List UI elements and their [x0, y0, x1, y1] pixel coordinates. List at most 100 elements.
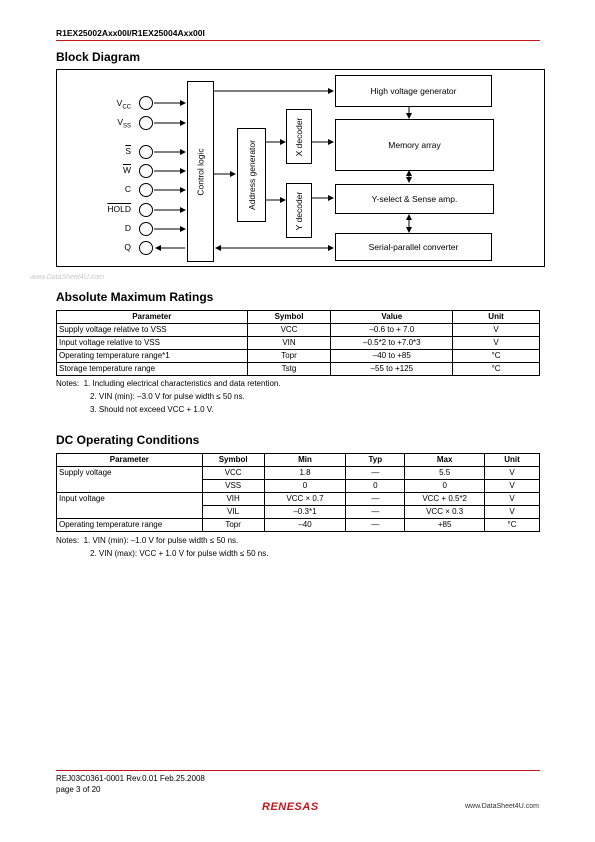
note-item: 2. VIN (max): VCC + 1.0 V for pulse widt… — [90, 549, 269, 558]
table-cell: VIL — [201, 505, 265, 519]
abs-max-notes: Notes: 1. Including electrical character… — [56, 377, 281, 416]
high-voltage-generator-block: High voltage generator — [335, 75, 492, 107]
block-diagram-wires — [154, 88, 412, 251]
table-row: Storage temperature range Tstg –55 to +1… — [56, 362, 540, 376]
pin-label-vcc: VCC — [116, 98, 131, 111]
abs-max-heading: Absolute Maximum Ratings — [56, 290, 214, 304]
x-decoder-block: X decoder — [286, 109, 312, 164]
footer-page-number: page 3 of 20 — [56, 785, 101, 794]
watermark: www.DataSheet4U.com — [30, 274, 104, 281]
pin-label-hold: HOLD — [107, 204, 131, 214]
table-row: Supply voltage VCC 1.8 — 5.5 V — [56, 466, 540, 493]
table-row: Input voltage VIH VCC × 0.7 — VCC + 0.5*… — [56, 492, 540, 519]
table-cell: V — [484, 492, 540, 506]
table-cell: 0 — [345, 479, 406, 493]
footer-site-text: www.DataSheet4U.com — [465, 803, 539, 810]
pin-label-vss: VSS — [117, 117, 131, 130]
column-header: Parameter — [56, 453, 203, 467]
control-logic-block: Control logic — [187, 81, 214, 262]
notes-label: Notes: — [56, 536, 80, 545]
abs-max-table: Parameter Symbol Value Unit Supply volta… — [56, 310, 540, 376]
table-cell: VCC + 0.5*2 — [404, 492, 486, 506]
block-diagram: VCC VSS S W C HOLD D Q Control logic Add… — [56, 69, 545, 267]
pin-circle — [139, 116, 153, 130]
pin-circle — [139, 183, 153, 197]
footer-doc-info: REJ03C0361-0001 Rev.0.01 Feb.25.2008 pag… — [56, 773, 205, 795]
table-cell: VIN — [246, 336, 332, 350]
table-cell: 0 — [404, 479, 486, 493]
column-header: Symbol — [201, 453, 265, 467]
table-cell: Storage temperature range — [56, 362, 248, 376]
table-cell: — — [345, 492, 406, 506]
pin-circle — [139, 96, 153, 110]
table-cell: Supply voltage — [56, 466, 203, 493]
address-generator-block: Address generator — [237, 128, 266, 222]
table-cell: VCC — [201, 466, 265, 480]
table-cell: V — [484, 466, 540, 480]
column-header: Typ — [345, 453, 406, 467]
pin-label-c: C — [124, 184, 131, 194]
notes-label: Notes: — [56, 379, 80, 388]
dc-op-notes: Notes: 1. VIN (min): –1.0 V for pulse wi… — [56, 534, 268, 560]
pin-circle — [139, 203, 153, 217]
column-header: Symbol — [246, 310, 332, 324]
table-cell: V — [484, 479, 540, 493]
table-cell: +85 — [404, 518, 486, 532]
note-item: 2. VIN (min): –3.0 V for pulse width ≤ 5… — [90, 392, 245, 401]
address-generator-label: Address generator — [246, 140, 257, 210]
note-item: 1. VIN (min): –1.0 V for pulse width ≤ 5… — [83, 536, 239, 545]
table-cell: –0.3*1 — [263, 505, 347, 519]
pin-label-s: S — [125, 146, 131, 156]
table-cell: –40 — [263, 518, 347, 532]
memory-array-block: Memory array — [335, 119, 494, 171]
table-row: Operating temperature range Topr –40 — +… — [56, 518, 540, 532]
table-row: Operating temperature range*1 Topr –40 t… — [56, 349, 540, 363]
renesas-logo: RENESAS — [262, 801, 319, 813]
table-cell: Input voltage — [56, 492, 203, 519]
table-cell: VSS — [201, 479, 265, 493]
table-cell: Topr — [246, 349, 332, 363]
control-logic-label: Control logic — [195, 147, 206, 196]
table-cell: Topr — [201, 518, 265, 532]
dc-op-heading: DC Operating Conditions — [56, 433, 200, 447]
document-title: R1EX25002Axx00I/R1EX25004Axx00I — [56, 28, 205, 38]
x-decoder-label: X decoder — [294, 117, 304, 156]
note-item: 3. Should not exceed VCC + 1.0 V. — [90, 405, 214, 414]
table-cell: –0.5*2 to +7.0*3 — [330, 336, 454, 350]
table-cell: Operating temperature range — [56, 518, 203, 532]
table-cell: — — [345, 518, 406, 532]
pin-label-w: W — [122, 165, 131, 175]
table-cell: °C — [452, 362, 540, 376]
y-select-sense-amp-block: Y-select & Sense amp. — [335, 184, 494, 214]
table-cell: VCC — [246, 323, 332, 337]
column-header: Parameter — [56, 310, 248, 324]
table-header-row: Parameter Symbol Min Typ Max Unit — [56, 453, 540, 467]
table-cell: –0.6 to + 7.0 — [330, 323, 454, 337]
footer-doc-id: REJ03C0361-0001 Rev.0.01 Feb.25.2008 — [56, 774, 205, 783]
table-cell: — — [345, 505, 406, 519]
table-row: VIL –0.3*1 — VCC × 0.3 V — [57, 505, 540, 519]
table-cell: VCC × 0.7 — [263, 492, 347, 506]
y-decoder-label: Y decoder — [294, 191, 304, 230]
column-header: Min — [263, 453, 347, 467]
block-diagram-heading: Block Diagram — [56, 50, 141, 64]
table-cell: Supply voltage relative to VSS — [56, 323, 248, 337]
table-cell: °C — [452, 349, 540, 363]
table-row: Input voltage relative to VSS VIN –0.5*2… — [56, 336, 540, 350]
table-cell: V — [452, 323, 540, 337]
table-cell: — — [345, 466, 406, 480]
pin-label-q: Q — [124, 242, 131, 252]
table-cell: Input voltage relative to VSS — [56, 336, 248, 350]
table-cell: VCC × 0.3 — [404, 505, 486, 519]
y-decoder-block: Y decoder — [286, 183, 312, 238]
table-cell: 0 — [263, 479, 347, 493]
pin-circle — [139, 145, 153, 159]
table-cell: VIH — [201, 492, 265, 506]
column-header: Unit — [452, 310, 540, 324]
header-rule — [56, 40, 540, 41]
table-cell: 1.8 — [263, 466, 347, 480]
column-header: Value — [330, 310, 454, 324]
column-header: Unit — [484, 453, 540, 467]
footer-rule — [56, 770, 540, 771]
table-cell: –40 to +85 — [330, 349, 454, 363]
